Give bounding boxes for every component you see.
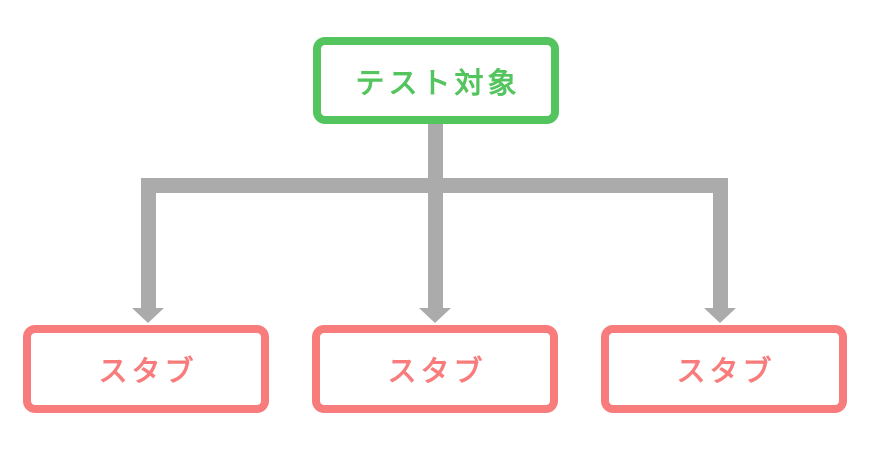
stub-node-2: スタブ [312,325,558,413]
down-arrowhead-right-icon [704,308,736,323]
root-node-label: テスト対象 [355,65,521,100]
stub-node-1-label: スタブ [98,354,198,388]
connector-left-branch-line [141,178,156,309]
down-arrowhead-left-icon [132,308,164,323]
stub-node-3: スタブ [601,325,847,413]
stub-node-3-label: スタブ [676,354,776,388]
down-arrowhead-center-icon [419,308,451,323]
connector-right-branch-line [713,178,728,309]
stub-node-2-label: スタブ [387,354,487,388]
stub-node-1: スタブ [23,325,269,413]
root-node-test-target: テスト対象 [313,37,559,124]
connector-horizontal-line [141,178,728,193]
connector-trunk-line [428,123,443,309]
